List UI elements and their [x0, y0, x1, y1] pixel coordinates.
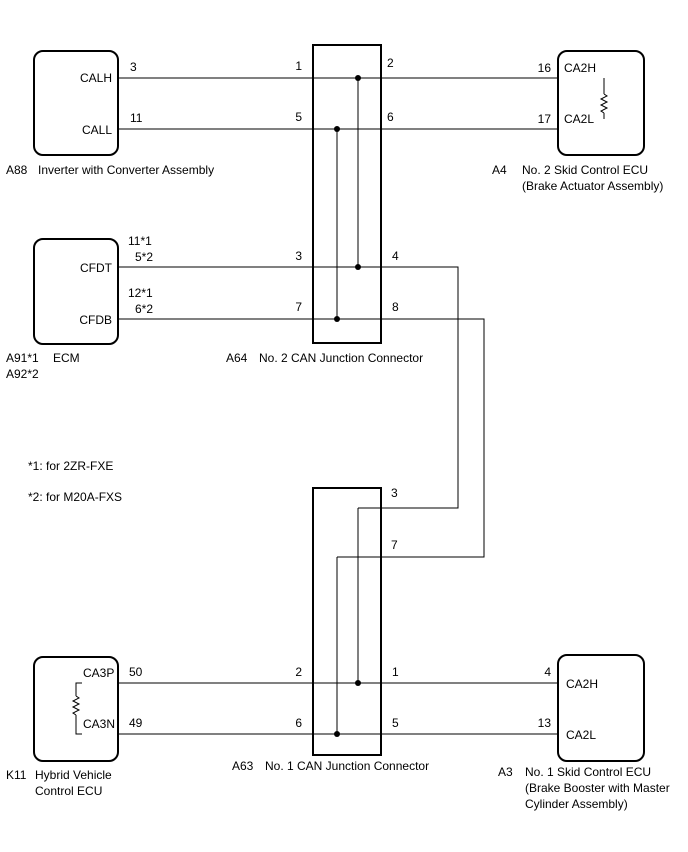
note: *1: for 2ZR-FXE	[28, 459, 113, 473]
k11-pin-ca3n: CA3N	[83, 717, 115, 731]
k11-pin-number: 49	[129, 716, 143, 730]
a64-pin: 4	[392, 249, 399, 263]
ecm-pin-number: 11*1	[128, 234, 152, 248]
a88-ref: A88	[6, 163, 28, 177]
splice-dot	[334, 316, 340, 322]
ecm-pin-number: 5*2	[135, 250, 153, 264]
a64-pin: 6	[387, 110, 394, 124]
ecm-pin-cfdt: CFDT	[80, 261, 113, 275]
a63-pin: 5	[392, 716, 399, 730]
ecm-pin-number: 6*2	[135, 302, 153, 316]
a64-pin: 2	[387, 56, 394, 70]
splice-dot	[355, 75, 361, 81]
a88-pin-number: 11	[130, 111, 143, 125]
a3-name: Cylinder Assembly)	[525, 797, 628, 811]
a88-pin-calh: CALH	[80, 71, 112, 85]
a4-resistor	[599, 78, 609, 119]
a4-box	[557, 50, 645, 156]
ecm-ref: A91*1	[6, 351, 39, 365]
a63-name: No. 1 CAN Junction Connector	[265, 759, 429, 773]
a3-pin-ca2h: CA2H	[566, 677, 598, 691]
ecm-pin-number: 12*1	[128, 286, 153, 300]
a63-pin: 3	[391, 486, 398, 500]
splice-dot	[334, 731, 340, 737]
a3-box	[557, 654, 645, 762]
a88-pin-call: CALL	[82, 123, 112, 137]
a88-pin-number: 3	[130, 60, 137, 74]
ecm-ref: A92*2	[6, 367, 39, 381]
ecm-box	[33, 238, 119, 345]
a4-pin-number: 16	[538, 61, 552, 75]
a3-pin-ca2l: CA2L	[566, 728, 596, 742]
a64-pin: 5	[295, 110, 302, 124]
a3-ref: A3	[498, 765, 513, 779]
a64-pin: 8	[392, 300, 399, 314]
a63-box	[312, 487, 382, 756]
a4-pin-ca2h: CA2H	[564, 61, 596, 75]
wire-cfdb	[118, 318, 485, 558]
a3-pin-number: 13	[538, 716, 552, 730]
ecm-name: ECM	[53, 351, 80, 365]
a4-name: (Brake Actuator Assembly)	[522, 179, 663, 193]
a63-ref: A63	[232, 759, 254, 773]
k11-resistor	[71, 682, 82, 735]
k11-ref: K11	[6, 768, 27, 782]
splice-dot	[355, 680, 361, 686]
a4-name: No. 2 Skid Control ECU	[522, 163, 648, 177]
a3-name: No. 1 Skid Control ECU	[525, 765, 651, 779]
a4-pin-number: 17	[538, 112, 552, 126]
a64-name: No. 2 CAN Junction Connector	[259, 351, 423, 365]
k11-pin-number: 50	[129, 665, 143, 679]
a3-pin-number: 4	[544, 665, 551, 679]
note: *2: for M20A-FXS	[28, 490, 122, 504]
splice-dot	[355, 264, 361, 270]
a88-box	[33, 50, 119, 156]
a64-pin: 1	[295, 59, 302, 73]
a64-pin: 7	[295, 300, 302, 314]
k11-name: Control ECU	[35, 784, 102, 798]
splice-dots	[334, 75, 361, 737]
a63-pin: 7	[391, 538, 398, 552]
resistor-icon	[71, 695, 81, 716]
splice-dot	[334, 126, 340, 132]
a63-pin: 2	[295, 665, 302, 679]
a64-pin: 3	[295, 249, 302, 263]
a3-name: (Brake Booster with Master	[525, 781, 670, 795]
ecm-pin-cfdb: CFDB	[79, 313, 112, 327]
wire-cfdt	[118, 266, 459, 509]
a63-pin: 6	[295, 716, 302, 730]
a4-ref: A4	[492, 163, 507, 177]
a64-box	[312, 44, 382, 344]
k11-pin-ca3p: CA3P	[83, 666, 114, 680]
resistor-icon	[599, 93, 609, 114]
a64-ref: A64	[226, 351, 248, 365]
a4-pin-ca2l: CA2L	[564, 112, 594, 126]
a88-name: Inverter with Converter Assembly	[38, 163, 214, 177]
a63-pin: 1	[392, 665, 399, 679]
k11-name: Hybrid Vehicle	[35, 768, 112, 782]
